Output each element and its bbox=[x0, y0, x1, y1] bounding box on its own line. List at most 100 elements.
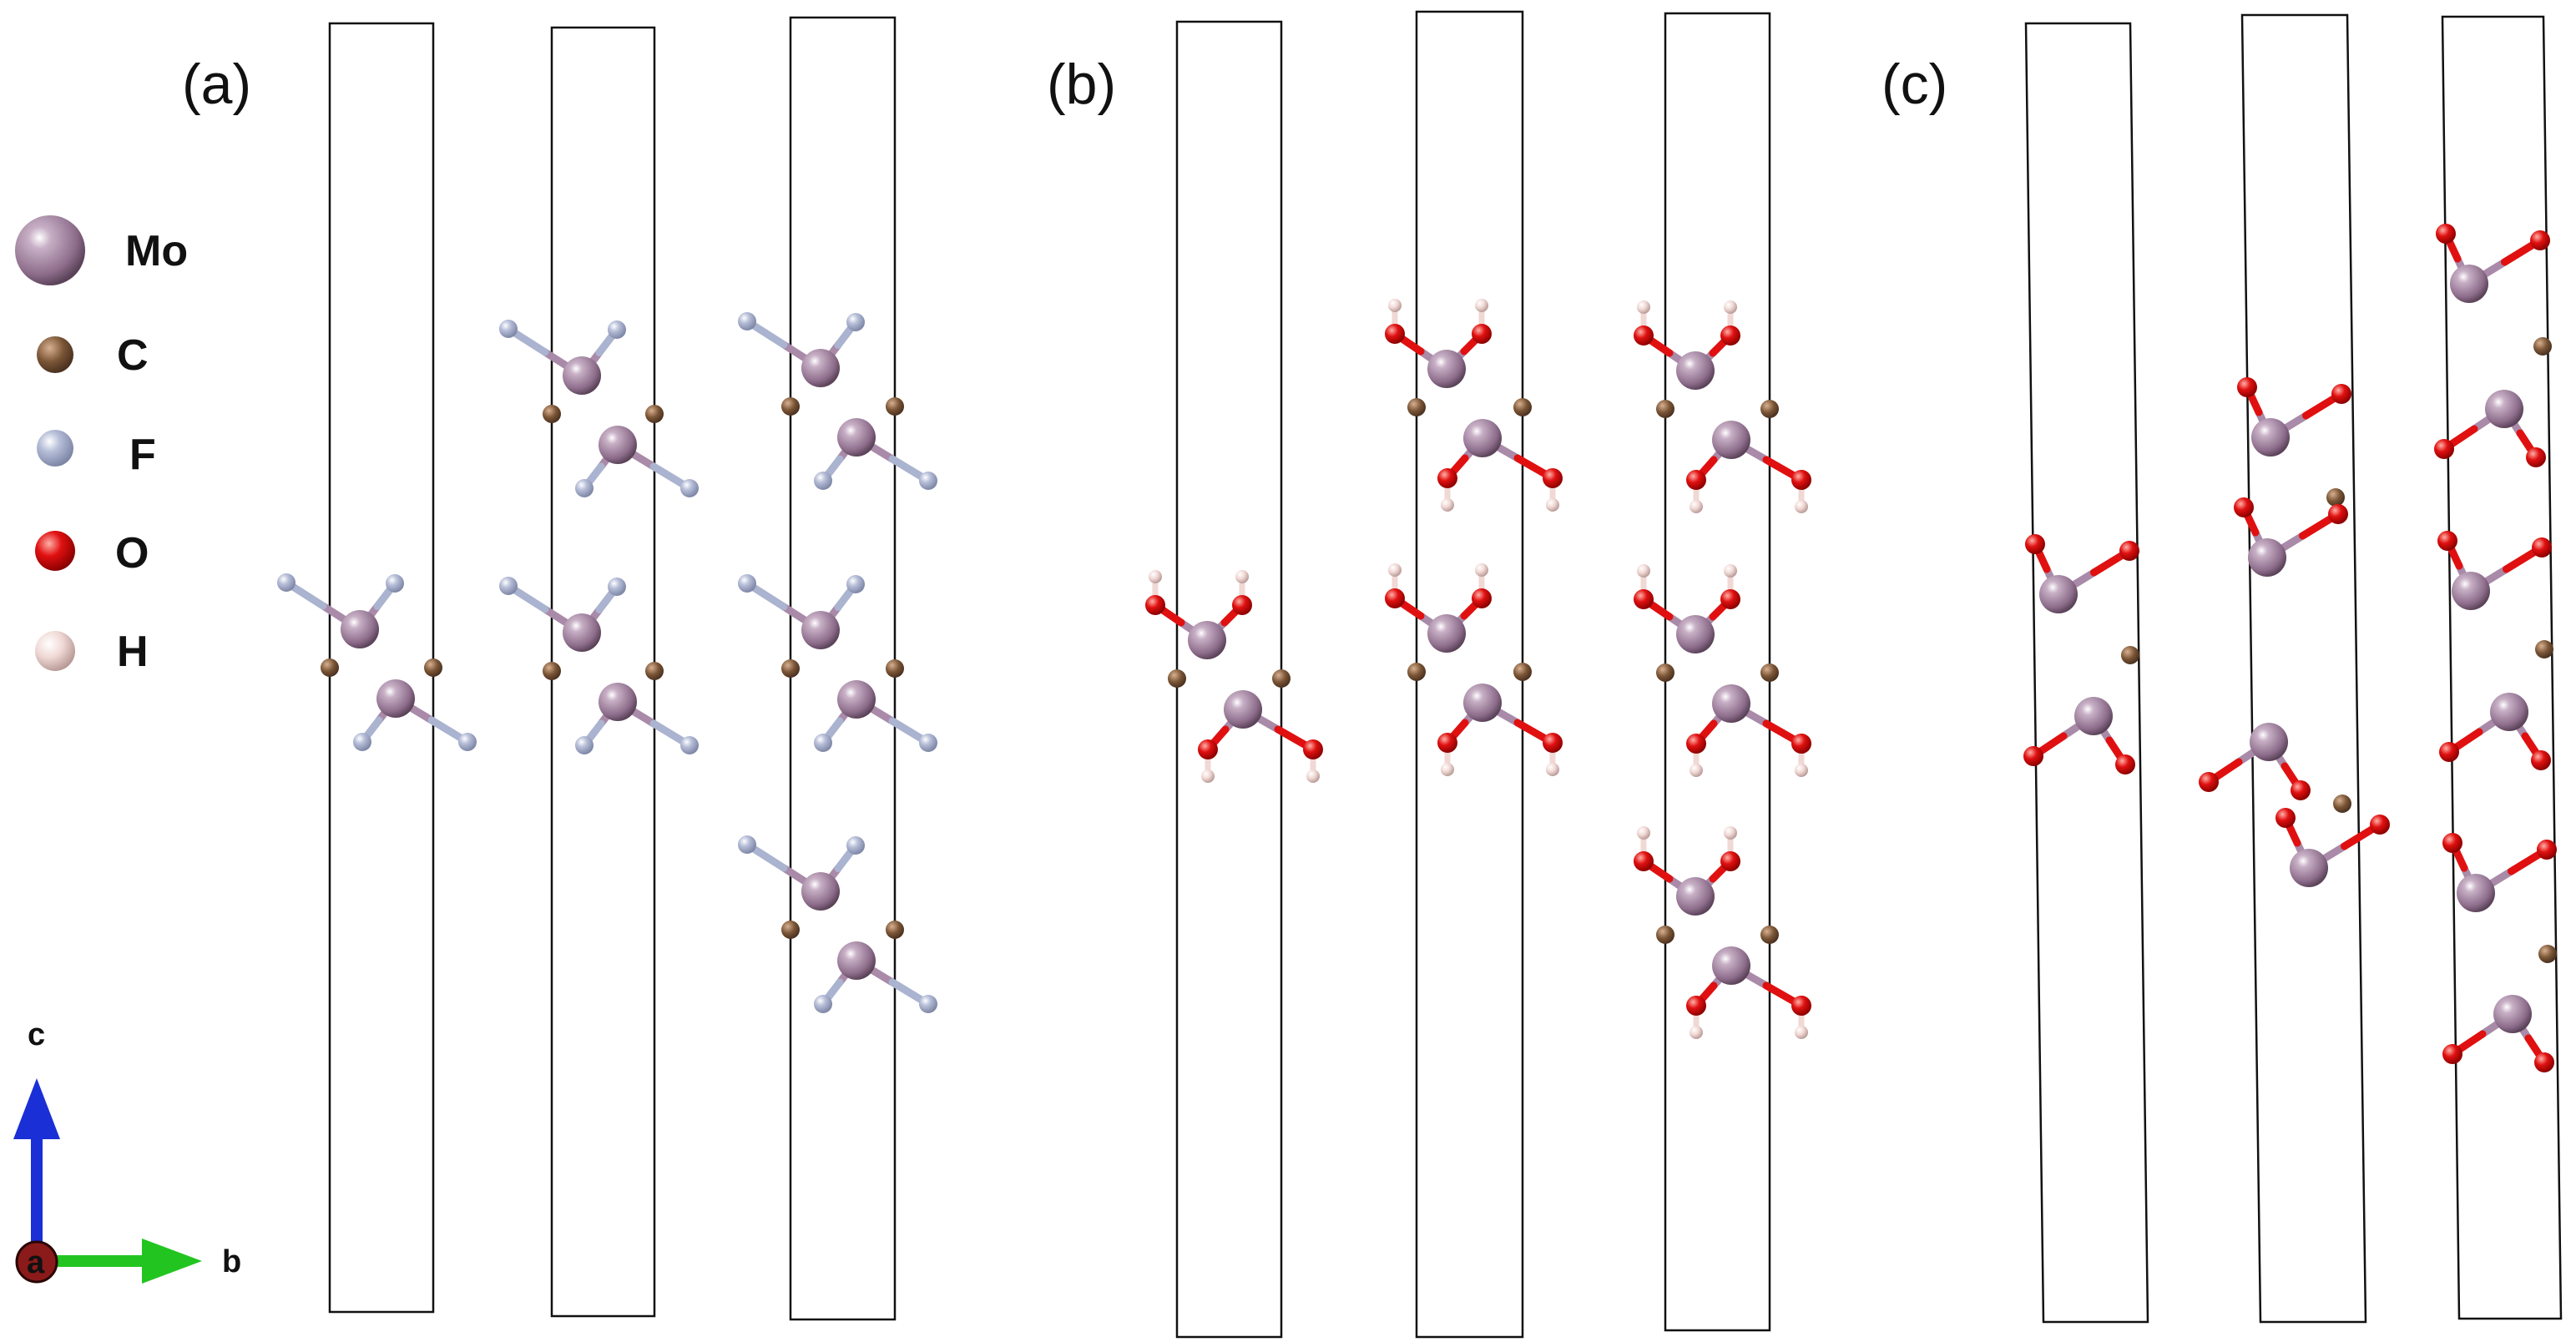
mo-atom bbox=[563, 613, 601, 652]
c-atom bbox=[1407, 663, 1426, 681]
mo-atom bbox=[2490, 693, 2528, 731]
o-atom bbox=[1472, 588, 1492, 608]
h-atom bbox=[1475, 299, 1488, 312]
o-atom bbox=[2434, 439, 2454, 459]
h-atom bbox=[1441, 763, 1454, 776]
c-atom bbox=[1513, 663, 1532, 681]
h-atom bbox=[1441, 498, 1454, 512]
mo-atom bbox=[1676, 615, 1715, 653]
o-atom bbox=[2442, 833, 2462, 853]
o-atom bbox=[2199, 772, 2219, 792]
f-atom bbox=[814, 995, 832, 1013]
c-atom bbox=[1407, 398, 1426, 416]
f-atom bbox=[458, 733, 477, 751]
o-atom bbox=[2537, 840, 2557, 860]
f-atom bbox=[919, 472, 937, 490]
o-atom bbox=[1385, 588, 1405, 608]
panel-label-a: (a) bbox=[182, 53, 251, 116]
c-atom bbox=[1760, 663, 1779, 682]
f-atom bbox=[738, 835, 756, 854]
h-atom bbox=[1795, 1026, 1808, 1039]
f-atom bbox=[738, 574, 756, 593]
c-atom bbox=[886, 659, 904, 678]
mo-atom bbox=[2290, 849, 2328, 887]
h-atom bbox=[1388, 563, 1402, 577]
o-atom bbox=[2370, 815, 2390, 835]
h-atom bbox=[1795, 764, 1808, 777]
o-atom bbox=[2023, 746, 2043, 766]
o-atom bbox=[1472, 324, 1492, 344]
b-axis-shaft bbox=[40, 1255, 149, 1267]
f-atom bbox=[846, 836, 865, 855]
mo-atom bbox=[1463, 684, 1502, 722]
o-atom-icon bbox=[35, 531, 75, 571]
f-atom bbox=[814, 734, 832, 752]
f-atom bbox=[919, 995, 937, 1013]
mo-atom bbox=[1712, 421, 1750, 459]
o-atom bbox=[2534, 1052, 2554, 1072]
unit-cell-b3 bbox=[1664, 12, 1771, 1332]
legend-label-f: F bbox=[129, 431, 156, 479]
h-atom bbox=[1546, 763, 1559, 776]
axis-triad: c b a bbox=[13, 1017, 241, 1284]
mo-atom bbox=[1676, 877, 1715, 916]
h-atom bbox=[1724, 826, 1737, 840]
c-atom bbox=[2333, 795, 2351, 813]
h-atom-icon bbox=[35, 631, 75, 671]
mo-atom bbox=[1427, 614, 1466, 653]
c-atom bbox=[321, 658, 339, 677]
c-axis-arrowhead bbox=[13, 1078, 60, 1139]
h-atom bbox=[1724, 300, 1737, 314]
c-atom bbox=[1656, 400, 1674, 418]
legend: Mo C F O H bbox=[15, 215, 188, 676]
h-atom bbox=[1690, 1026, 1703, 1039]
c-atom-icon bbox=[37, 336, 73, 373]
c-atom bbox=[1760, 400, 1779, 418]
axis-label-c: c bbox=[28, 1017, 45, 1052]
c-atom bbox=[2326, 488, 2345, 507]
mo-atom bbox=[2074, 697, 2113, 735]
o-atom bbox=[1791, 470, 1811, 490]
c-axis-shaft bbox=[31, 1135, 43, 1260]
panel-label-c: (c) bbox=[1881, 53, 1947, 116]
mo-atom bbox=[1188, 621, 1226, 659]
o-atom bbox=[2025, 534, 2045, 554]
unit-cell-a1 bbox=[328, 22, 435, 1314]
mo-atom bbox=[1712, 684, 1750, 723]
c-atom bbox=[1760, 926, 1779, 944]
h-atom bbox=[1637, 564, 1650, 578]
axis-label-b: b bbox=[222, 1244, 241, 1279]
h-atom bbox=[1795, 500, 1808, 513]
o-atom bbox=[1634, 851, 1654, 871]
f-atom bbox=[919, 734, 937, 752]
mo-atom bbox=[2457, 874, 2495, 912]
o-atom bbox=[1437, 733, 1457, 753]
o-atom bbox=[1437, 468, 1457, 488]
mo-atom-icon bbox=[15, 215, 85, 285]
mo-atom bbox=[1676, 351, 1715, 390]
o-atom bbox=[1720, 589, 1740, 609]
f-atom bbox=[353, 733, 371, 751]
mo-atom bbox=[376, 679, 415, 718]
o-atom bbox=[2234, 497, 2254, 517]
c-atom bbox=[645, 662, 664, 680]
c-atom bbox=[1656, 926, 1674, 944]
c-atom bbox=[2535, 640, 2553, 658]
o-atom bbox=[1232, 595, 1252, 615]
h-atom bbox=[1475, 563, 1488, 577]
o-atom bbox=[2291, 780, 2311, 800]
o-atom bbox=[1303, 739, 1323, 759]
f-atom-icon bbox=[37, 430, 73, 467]
o-atom bbox=[1686, 996, 1706, 1016]
o-atom bbox=[2442, 1044, 2462, 1064]
mo-atom bbox=[2493, 995, 2532, 1033]
c-atom bbox=[543, 405, 561, 423]
o-atom bbox=[2328, 504, 2348, 524]
mo-atom bbox=[2248, 538, 2286, 577]
mo-atom bbox=[2450, 265, 2488, 303]
mo-atom bbox=[599, 426, 637, 464]
f-atom bbox=[680, 479, 699, 497]
mo-atom bbox=[341, 610, 379, 648]
h-atom bbox=[1306, 769, 1320, 783]
o-atom bbox=[1720, 325, 1740, 346]
